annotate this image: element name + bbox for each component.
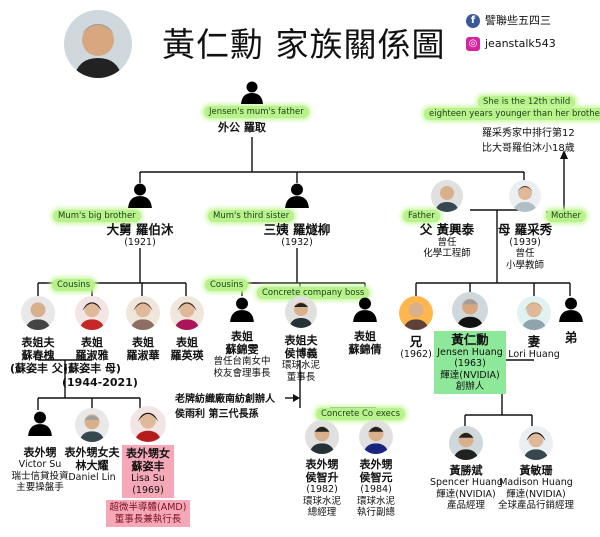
person-photo xyxy=(399,296,433,330)
person-photo xyxy=(519,426,553,460)
person-photo xyxy=(305,420,339,454)
tag-twelfth-b: eighteen years younger than her brother xyxy=(424,108,600,120)
tag-concrete-execs: Concrete Co execs xyxy=(316,408,406,420)
person-cousin-su-chunhuai: 表姐夫 蘇春槐 (蘇姿丰 父) xyxy=(10,296,68,376)
tag-third-sister: Mum's third sister xyxy=(208,210,295,222)
person-younger-brother: 弟 xyxy=(556,296,586,345)
person-daniel-lin: 表外甥女夫 林大耀 Daniel Lin xyxy=(62,408,122,484)
person-madison-huang: 黃敏珊 Madison Huang 輝達(NVIDIA) 全球產品行銷經理 xyxy=(494,426,578,511)
tag-twelfth-a: She is the 12th child xyxy=(478,96,576,108)
facebook-icon: f xyxy=(466,14,480,28)
tag-father: Father xyxy=(403,210,440,222)
person-photo xyxy=(126,296,160,330)
person-cousin-luo-shuhua: 表姐 羅淑華 xyxy=(118,296,168,362)
person-silhouette-icon xyxy=(285,183,309,208)
person-silhouette-icon xyxy=(28,411,52,436)
tag-big-brother: Mum's big brother xyxy=(53,210,141,222)
person-silhouette-icon xyxy=(559,297,583,322)
tag-cousins-mid: Cousins xyxy=(205,279,249,291)
page-title: 黃仁勳 家族關係圖 xyxy=(162,25,446,64)
lisa-role: 超微半導體(AMD) 董事長兼執行長 xyxy=(105,500,191,527)
person-spencer-huang: 黃勝斌 Spencer Huang 輝達(NVIDIA) 產品經理 xyxy=(430,426,503,511)
instagram-handle[interactable]: ◎jeanstalk543 xyxy=(466,37,556,51)
tag-boss: Concrete company boss xyxy=(257,287,370,299)
person-mother: 母 羅采秀 (1939) 曾任 小學教師 xyxy=(492,180,558,271)
person-cousin-luo-yingying: 表姐 羅英瑛 xyxy=(162,296,212,362)
grandfather-name: 外公 羅取 xyxy=(218,121,266,134)
tag-mother: Mother xyxy=(546,210,586,222)
person-cousin-su-jinqian: 表姐 蘇錦倩 xyxy=(340,296,390,356)
jensen-portrait xyxy=(64,10,132,78)
person-silhouette-icon xyxy=(230,297,254,322)
tag-grandfather: Jensen's mum's father xyxy=(204,106,309,118)
person-photo xyxy=(75,296,109,330)
instagram-icon: ◎ xyxy=(466,37,480,51)
person-jensen-huang: 黃仁勳 Jensen Huang (1963) 輝達(NVIDIA) 創辦人 xyxy=(432,292,508,394)
person-hou-zhiyuan: 表外甥 侯智元 (1984) 環球水泥 執行副總 xyxy=(346,420,406,519)
person-silhouette-icon xyxy=(241,81,263,104)
person-uncle: 大舅 羅伯沐 (1921) xyxy=(100,182,180,248)
person-photo xyxy=(359,420,393,454)
person-victor-su: 表外甥 Victor Su 瑞士信貸投資 主要操盤手 xyxy=(4,410,76,493)
person-photo xyxy=(452,292,488,328)
person-photo xyxy=(517,296,551,330)
person-silhouette-icon xyxy=(128,183,152,208)
person-aunt: 三姨 羅燧柳 (1932) xyxy=(257,182,337,248)
person-hou-zhisheng: 表外甥 侯智升 (1982) 環球水泥 總經理 xyxy=(292,420,352,519)
father-photo xyxy=(431,180,463,212)
person-lori-huang: 妻 Lori Huang xyxy=(506,296,562,360)
person-older-brother: 兄 (1962) xyxy=(396,296,436,360)
person-lisa-su: 表外甥女 蘇姿丰 Lisa Su (1969) 超微半導體(AMD) 董事長兼執… xyxy=(96,406,200,527)
person-photo xyxy=(449,426,483,460)
person-photo xyxy=(21,296,55,330)
person-photo xyxy=(285,296,317,328)
person-photo xyxy=(75,408,109,442)
tag-cousins-left: Cousins xyxy=(52,279,96,291)
person-cousin-hou-boyi: 表姐夫 侯博義 環球水泥 董事長 xyxy=(272,296,330,383)
person-cousin-su-jinwen: 表姐 蘇錦雯 曾任台南女中 校友會理事長 xyxy=(206,296,278,379)
twelfth-note: 羅采秀家中排行第12 比大哥羅伯沐小18歲 xyxy=(482,128,575,154)
lisa-highlight: 表外甥女 蘇姿丰 Lisa Su (1969) xyxy=(122,445,174,499)
mother-photo xyxy=(509,180,541,212)
person-silhouette-icon xyxy=(353,297,377,322)
jensen-highlight: 黃仁勳 Jensen Huang (1963) 輝達(NVIDIA) 創辦人 xyxy=(434,331,506,394)
heritage-note: 老牌紡織廠南紡創辦人 侯雨利 第三代長孫 xyxy=(175,394,275,420)
person-photo xyxy=(170,296,204,330)
person-father: 父 黃興泰 曾任 化學工程師 xyxy=(412,180,482,260)
person-grandfather xyxy=(222,80,282,104)
person-cousin-luo-shuya: 表姐 羅淑雅 (蘇姿丰 母) (1944-2021) xyxy=(62,296,138,389)
person-photo xyxy=(130,406,166,442)
